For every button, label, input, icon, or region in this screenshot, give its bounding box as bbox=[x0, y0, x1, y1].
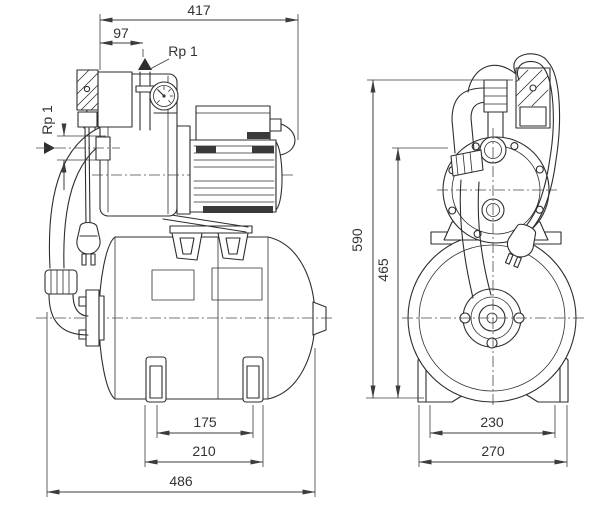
pressure-switch bbox=[76, 69, 133, 128]
front-view: 590 465 230 270 bbox=[349, 53, 586, 467]
hatch-pattern bbox=[76, 69, 99, 111]
tank-side bbox=[36, 236, 334, 400]
power-plug-front-icon bbox=[504, 223, 537, 269]
dim-base-width: 270 bbox=[418, 405, 568, 467]
dim-outlet-offset: 97 bbox=[99, 25, 144, 57]
dim-label-175: 175 bbox=[193, 414, 217, 430]
dim-connection-height: 465 bbox=[375, 147, 401, 399]
pump-support-strut bbox=[162, 218, 247, 233]
dim-feet-width: 210 bbox=[144, 405, 264, 467]
dim-label-590: 590 bbox=[349, 228, 365, 252]
side-view: 417 97 Rp 1 Rp 1 175 bbox=[36, 2, 334, 497]
dim-label-465: 465 bbox=[375, 258, 391, 282]
tank-label bbox=[211, 267, 263, 301]
motor bbox=[189, 105, 283, 213]
hose-coupling-nut bbox=[44, 269, 78, 295]
elbow-fitting bbox=[44, 269, 89, 336]
dim-label-270: 270 bbox=[481, 443, 505, 459]
tank-label bbox=[151, 269, 195, 301]
label-rp1-outlet: Rp 1 bbox=[168, 43, 198, 59]
tank-feet bbox=[145, 356, 264, 403]
dim-label-97: 97 bbox=[113, 25, 129, 41]
tank-air-valve bbox=[312, 301, 327, 336]
cable-loop-front bbox=[467, 53, 561, 233]
pressure-switch-front bbox=[515, 67, 551, 129]
pump-support-strut bbox=[164, 213, 249, 228]
power-plug-icon bbox=[76, 221, 101, 266]
inlet-connection-dim: Rp 1 bbox=[36, 105, 120, 190]
hose-coupling-front bbox=[450, 149, 484, 177]
dim-label-417: 417 bbox=[187, 2, 211, 18]
discharge-hose-front bbox=[450, 79, 508, 299]
dim-stand-width: 230 bbox=[429, 405, 556, 438]
pressure-gauge-icon bbox=[149, 81, 179, 111]
dim-total-height: 590 bbox=[349, 79, 376, 399]
dim-feet-spacing: 175 bbox=[156, 405, 254, 438]
label-rp1-inlet: Rp 1 bbox=[39, 105, 55, 135]
tank-saddle bbox=[162, 213, 253, 261]
dim-label-486: 486 bbox=[169, 473, 193, 489]
cable-gland bbox=[269, 118, 282, 132]
inlet-direction-marker-icon bbox=[44, 142, 55, 154]
outlet-connection-label: Rp 1 bbox=[149, 43, 198, 70]
dim-label-210: 210 bbox=[192, 443, 216, 459]
inlet-port bbox=[95, 136, 111, 161]
outlet-direction-marker-icon bbox=[138, 58, 152, 70]
dim-label-230: 230 bbox=[480, 414, 504, 430]
dim-total-depth: 486 bbox=[46, 312, 316, 497]
dim-total-width: 417 bbox=[99, 2, 299, 140]
